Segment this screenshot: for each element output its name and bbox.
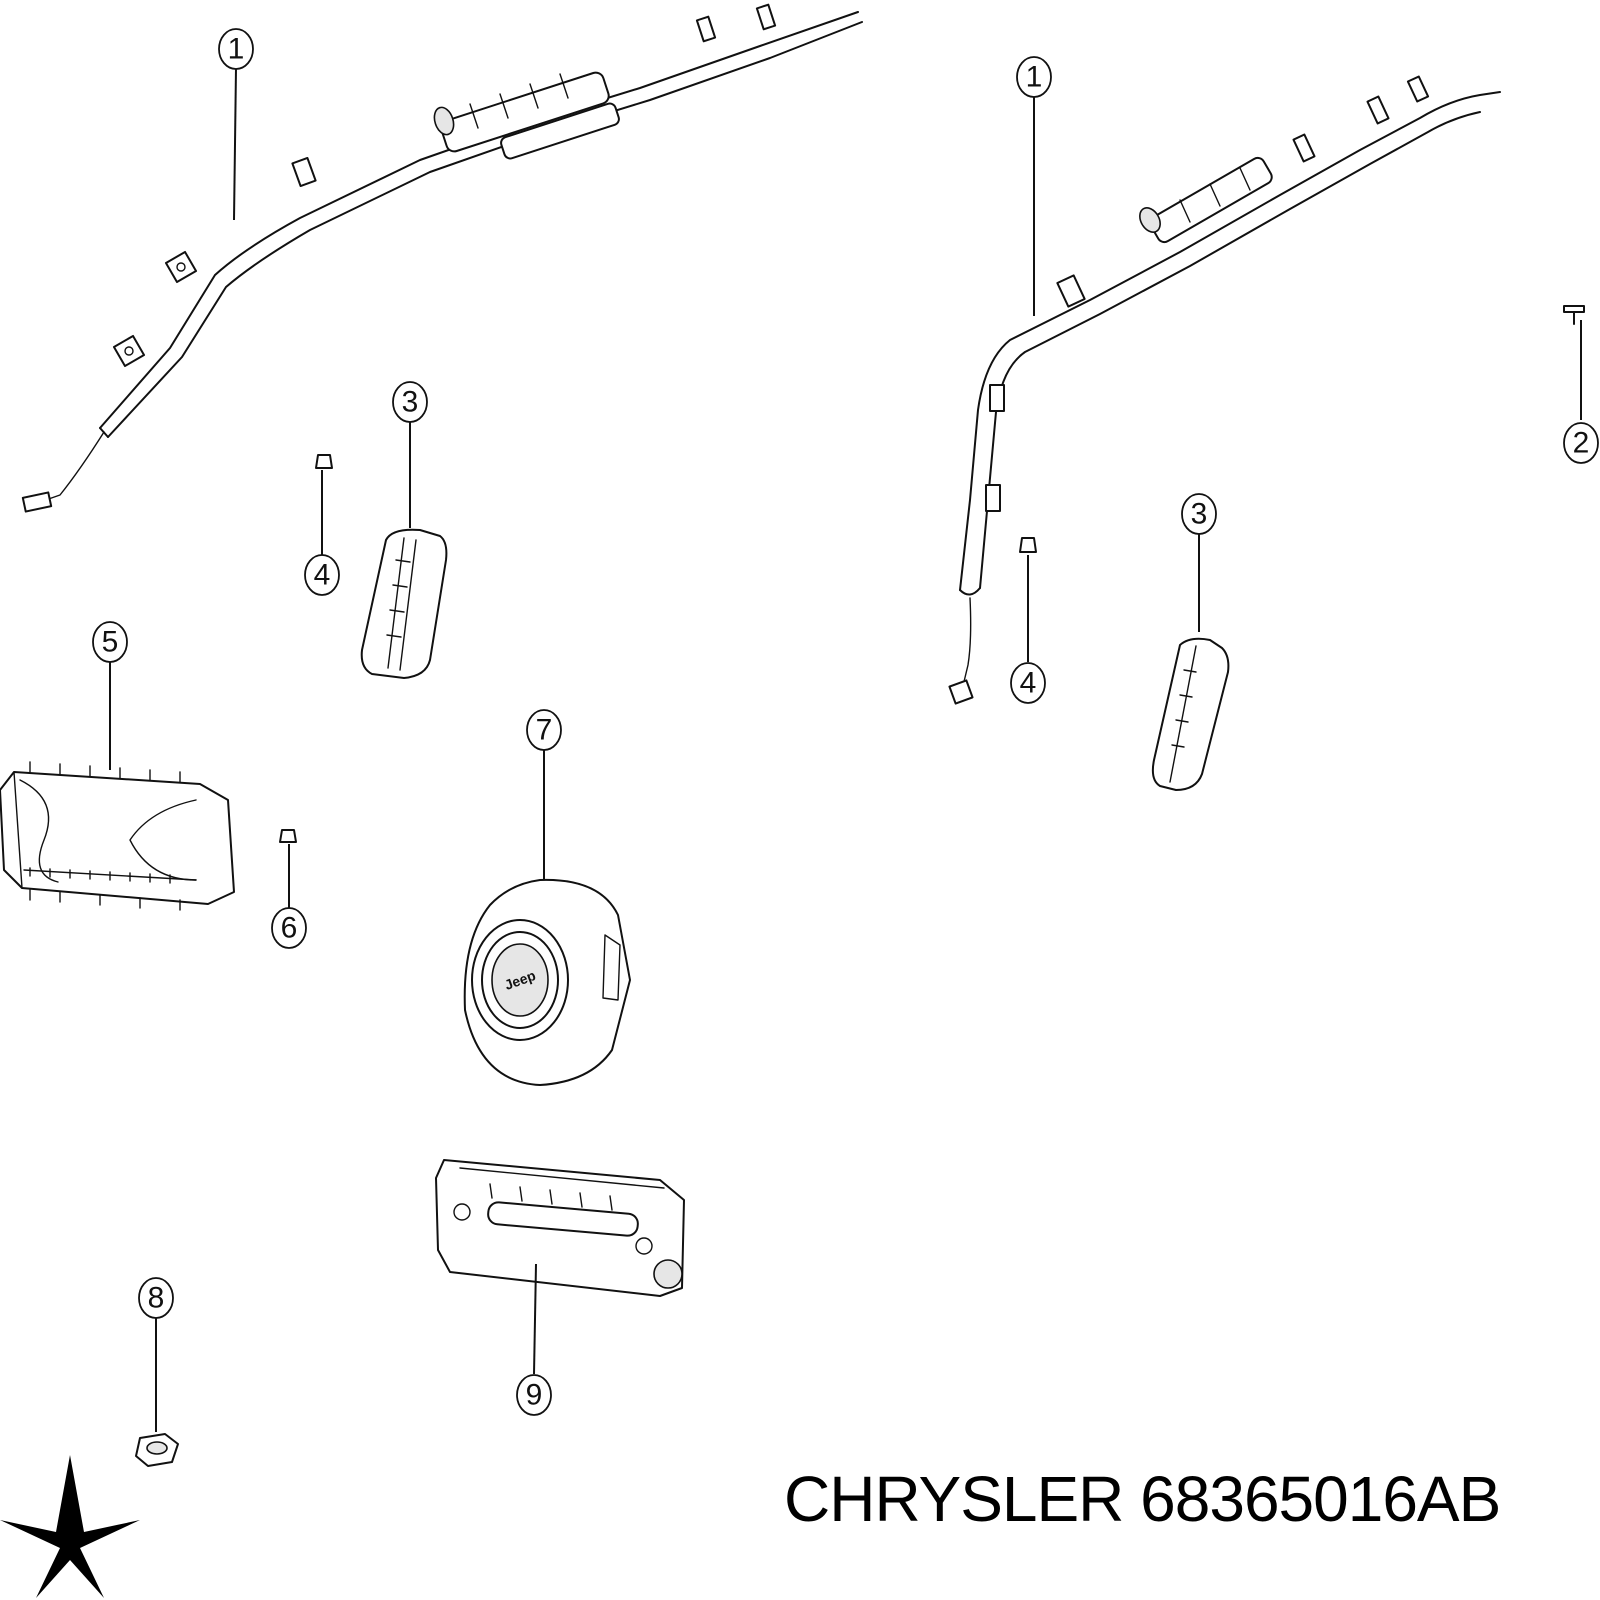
callout-4-right: 4 [1010,662,1046,704]
nut-part-8 [135,1433,179,1467]
callout-3-left: 3 [392,381,428,423]
svg-text:8: 8 [148,1282,165,1315]
left-curtain-airbag [21,3,863,513]
callout-1-right: 1 [1016,56,1052,98]
brand-name: CHRYSLER [784,1463,1124,1535]
clip-nut-right [1019,537,1037,553]
svg-text:1: 1 [228,33,245,66]
side-airbag-left [360,528,448,679]
callout-7: 7 [526,709,562,751]
nut-part-6 [279,829,297,843]
svg-text:7: 7 [536,714,553,747]
callout-4-left: 4 [304,554,340,596]
steering-wheel-airbag: Jeep [463,878,631,1086]
callout-1-left: 1 [218,28,254,70]
knee-airbag [435,1159,685,1297]
bolt-part-2 [1563,305,1585,325]
svg-text:1: 1 [1026,61,1043,94]
callout-2: 2 [1563,422,1599,464]
callout-5: 5 [92,621,128,663]
clip-nut-left [315,454,333,469]
part-number-label: CHRYSLER 68365016AB [784,1462,1501,1536]
right-curtain-airbag [948,75,1501,705]
svg-text:3: 3 [1191,498,1208,531]
svg-text:9: 9 [526,1379,543,1412]
svg-text:3: 3 [402,386,419,419]
svg-text:4: 4 [1020,667,1037,700]
svg-text:2: 2 [1573,427,1590,460]
svg-text:5: 5 [102,626,119,659]
callout-9: 9 [516,1374,552,1416]
callout-8: 8 [138,1277,174,1319]
side-airbag-right [1151,637,1230,791]
chrysler-pentastar-icon [0,1455,140,1598]
passenger-airbag-module [0,761,235,911]
svg-text:6: 6 [281,912,298,945]
callout-6: 6 [271,907,307,949]
part-number: 68365016AB [1140,1463,1501,1535]
callout-3-right: 3 [1181,493,1217,535]
svg-text:4: 4 [314,559,331,592]
